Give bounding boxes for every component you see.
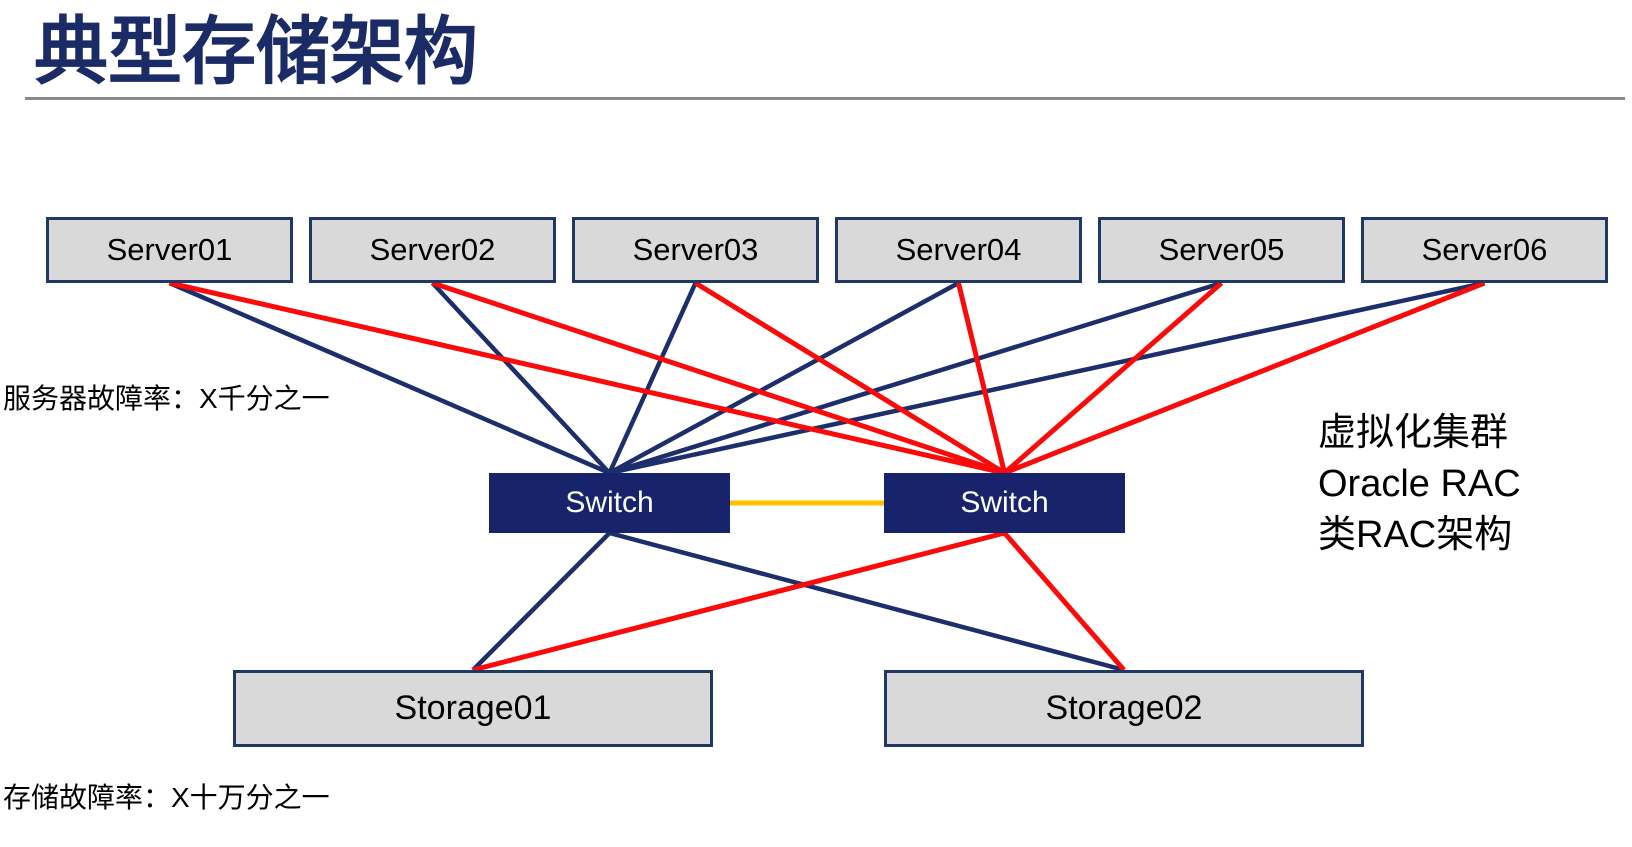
node-label: Server05	[1158, 232, 1285, 267]
connection-switch2-storage2	[1002, 531, 1126, 672]
cluster-note-line-1: 虚拟化集群	[1318, 412, 1509, 454]
node-switch-right: Switch	[884, 473, 1125, 533]
server-failure-rate-label: 服务器故障率：X千分之一	[3, 383, 330, 414]
node-server02: Server02	[309, 217, 556, 283]
node-storage01: Storage01	[233, 670, 713, 747]
node-server06: Server06	[1361, 217, 1608, 283]
connection-server04-switch1	[608, 281, 960, 475]
storage-failure-rate-label: 存储故障率：X十万分之一	[3, 782, 330, 813]
node-label: Server06	[1421, 232, 1548, 267]
node-label: Server02	[369, 232, 496, 267]
node-label: Server04	[895, 232, 1022, 267]
connection-server02-switch1	[430, 281, 612, 475]
node-switch-left: Switch	[489, 473, 730, 533]
node-label: Storage02	[1045, 689, 1203, 727]
node-server03: Server03	[572, 217, 819, 283]
connection-switch1-storage2	[608, 530, 1125, 673]
node-server04: Server04	[835, 217, 1082, 283]
connection-switch1-storage1	[471, 531, 612, 672]
node-label: Storage01	[394, 689, 552, 727]
connection-server03-switch2	[694, 280, 1006, 476]
connection-server02-switch2	[431, 280, 1006, 476]
node-server05: Server05	[1098, 217, 1345, 283]
connection-server04-switch2	[956, 282, 1007, 474]
connection-server05-switch2	[1002, 281, 1224, 475]
node-storage02: Storage02	[884, 670, 1364, 747]
node-label: Switch	[960, 486, 1049, 519]
node-label: Server03	[632, 232, 759, 267]
node-label: Server01	[106, 232, 233, 267]
title-separator-line	[25, 97, 1625, 100]
connection-switch2-storage1	[472, 530, 1006, 673]
node-label: Switch	[565, 486, 654, 519]
connection-server03-switch1	[607, 282, 698, 474]
cluster-note-line-3: 类RAC架构	[1318, 514, 1513, 556]
node-server01: Server01	[46, 217, 293, 283]
cluster-note: 虚拟化集群 Oracle RAC 类RAC架构	[1318, 408, 1521, 561]
page-title: 典型存储架构	[34, 10, 478, 93]
cluster-note-line-2: Oracle RAC	[1318, 463, 1521, 505]
connection-server05-switch1	[608, 280, 1223, 476]
